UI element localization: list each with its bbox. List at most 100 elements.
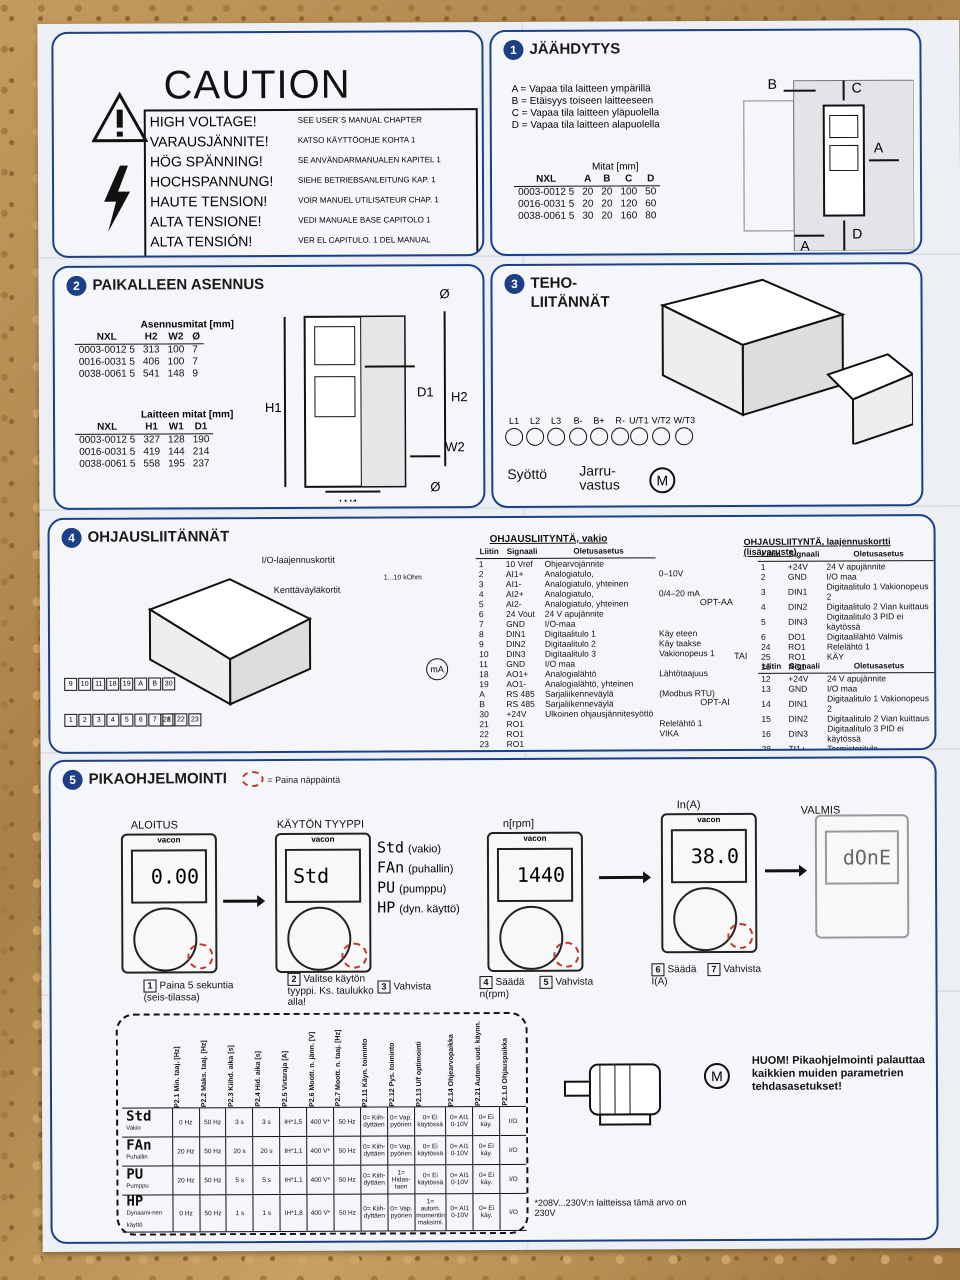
caution-text: HAUTE TENSION! xyxy=(150,193,268,210)
drive-type-option: HP(dyn. käyttö) xyxy=(377,898,460,918)
svg-text:W1: W1 xyxy=(339,497,359,502)
stop-button-highlight[interactable] xyxy=(727,922,754,950)
param-value: 0= Ei käy. xyxy=(472,1106,500,1136)
terminal-number: 5 xyxy=(120,713,134,727)
table-cell: 2 xyxy=(760,571,766,582)
table-cell: I/O-maa xyxy=(544,618,576,629)
table-cell: Digitaalitulo 3 PID ei käytössä xyxy=(827,723,904,744)
drive-type-name: Dynaami-nen käyttö xyxy=(126,1210,163,1229)
drive-type-option: Std(vakio) xyxy=(377,838,460,858)
table-cell: RO1 xyxy=(506,738,525,749)
warning-text: HUOM! Pikaohjelmointi palauttaa kaikkien… xyxy=(751,1054,925,1093)
param-value: IH*1,8 xyxy=(280,1194,308,1232)
table-caption: Asennusmitat [mm] xyxy=(140,319,235,331)
table-cell xyxy=(656,738,718,748)
terminal-number: 1 xyxy=(64,713,78,727)
terminal-number: B xyxy=(148,677,162,691)
brake-terminals: B-B+R- xyxy=(569,415,630,448)
table-cell xyxy=(542,738,656,748)
table-cell xyxy=(656,608,718,618)
step-number: 2 xyxy=(287,972,301,986)
table-cell: 100 xyxy=(167,356,185,368)
table-cell: AO1+ xyxy=(506,668,529,679)
stop-button-highlight[interactable] xyxy=(341,942,368,969)
step-text: Vahvista xyxy=(555,976,594,988)
terminal-number: 6 xyxy=(134,713,148,727)
table-header: W2 xyxy=(163,331,189,344)
table-cell: 7 xyxy=(192,344,198,356)
table-cell: 20 xyxy=(582,198,594,210)
table-cell: 327 xyxy=(143,434,161,446)
table-cell: 541 xyxy=(143,368,160,380)
param-value: 50 Hz xyxy=(199,1107,227,1137)
drive-type-code: Std xyxy=(126,1108,152,1125)
motor-icon: M xyxy=(703,1063,730,1090)
table-cell: Analogiatulo, yhteinen xyxy=(544,578,629,589)
stop-button-highlight[interactable] xyxy=(553,941,580,968)
potentiometer-label: 1...10 kOhm xyxy=(383,574,422,582)
table-cell: 0016-0031 5 xyxy=(78,356,135,368)
drive-type-option: FAn(puhallin) xyxy=(377,858,460,878)
terminal-number: 19 xyxy=(120,677,134,691)
table-cell: Relelähtö 1 xyxy=(826,641,870,652)
table-cell: 7 xyxy=(478,619,484,630)
table-header: Liitin xyxy=(758,660,786,674)
param-header: P2.13 U/f optimointi xyxy=(413,1020,446,1107)
table-cell: DIN1 xyxy=(787,586,808,597)
table-cell: B xyxy=(479,699,485,710)
table-cell: 1 xyxy=(478,559,484,570)
table-cell: 100 xyxy=(167,344,185,356)
table-cell: 7 xyxy=(192,356,198,368)
table-cell: Lähtötaajuus xyxy=(659,668,708,679)
terminal-label: V/T2 xyxy=(651,415,671,426)
param-value: 50 Hz xyxy=(199,1165,227,1195)
table-cell: Vakionopeus 1 xyxy=(659,648,715,659)
table-cell: RO1 xyxy=(506,728,525,739)
param-value: 50 Hz xyxy=(199,1194,227,1232)
table-caption: Laitteen mitat [mm] xyxy=(141,409,234,421)
param-header-row: P2.1 Min. taaj. [Hz]P2.2 Maks. taaj. [Hz… xyxy=(121,1019,527,1109)
caution-text: VARAUSJÄNNITE! xyxy=(149,133,269,150)
table-cell: 9 xyxy=(479,639,484,650)
table-cell: 16 xyxy=(761,728,771,739)
param-value: 20 Hz xyxy=(172,1136,200,1166)
caution-line: HIGH VOLTAGE!SEE USER´S MANUAL CHAPTER xyxy=(146,110,476,131)
table-header: W1 xyxy=(163,421,189,434)
param-header: P2.21 Autom. uud. käynn. xyxy=(472,1020,500,1107)
terminal: B+ xyxy=(590,416,609,448)
table-cell: 10 Vref xyxy=(505,558,533,569)
step-text: Vahvista xyxy=(723,963,762,976)
stage-rpm-label: n[rpm] xyxy=(503,818,534,830)
terminal: R- xyxy=(611,415,630,447)
table-cell: Digitaalitulo 1 xyxy=(544,628,596,639)
table-cell: Digitaalitulo 2 Vian kuittaus xyxy=(827,713,930,724)
table-header: NXL xyxy=(513,173,579,187)
param-value: 50 Hz xyxy=(333,1107,361,1137)
stop-button-highlight[interactable] xyxy=(187,943,214,970)
table-cell: Relelähtö 1 xyxy=(659,718,703,729)
param-value: 20 s xyxy=(226,1136,254,1166)
param-value: IH*1,5 xyxy=(279,1107,307,1137)
param-header: P2.2 Maks. taaj. [Hz] xyxy=(198,1021,226,1108)
param-value: 0= AI1 0-10V xyxy=(445,1135,473,1165)
manual-reference: KATSO KÄYTTÖOHJE KOHTA 1 xyxy=(297,135,416,145)
press-key-icon xyxy=(241,771,264,788)
table-cell: 30 xyxy=(582,210,594,222)
drive-type-list: Std(vakio)FAn(puhallin)PU(pumppu)HP(dyn.… xyxy=(377,838,460,918)
table-header: D1 xyxy=(188,421,214,434)
table-header: Signaali xyxy=(784,548,824,562)
terminal-screw xyxy=(590,427,609,446)
param-header: P2.11 Käyn. toiminto xyxy=(360,1020,388,1108)
manual-reference: SE ANVÄNDARMANUALEN KAPITEL 1 xyxy=(297,155,441,165)
table-cell: 2 xyxy=(478,569,484,580)
table-cell: 60 xyxy=(645,198,657,210)
drive-type-code: PU xyxy=(377,878,396,897)
